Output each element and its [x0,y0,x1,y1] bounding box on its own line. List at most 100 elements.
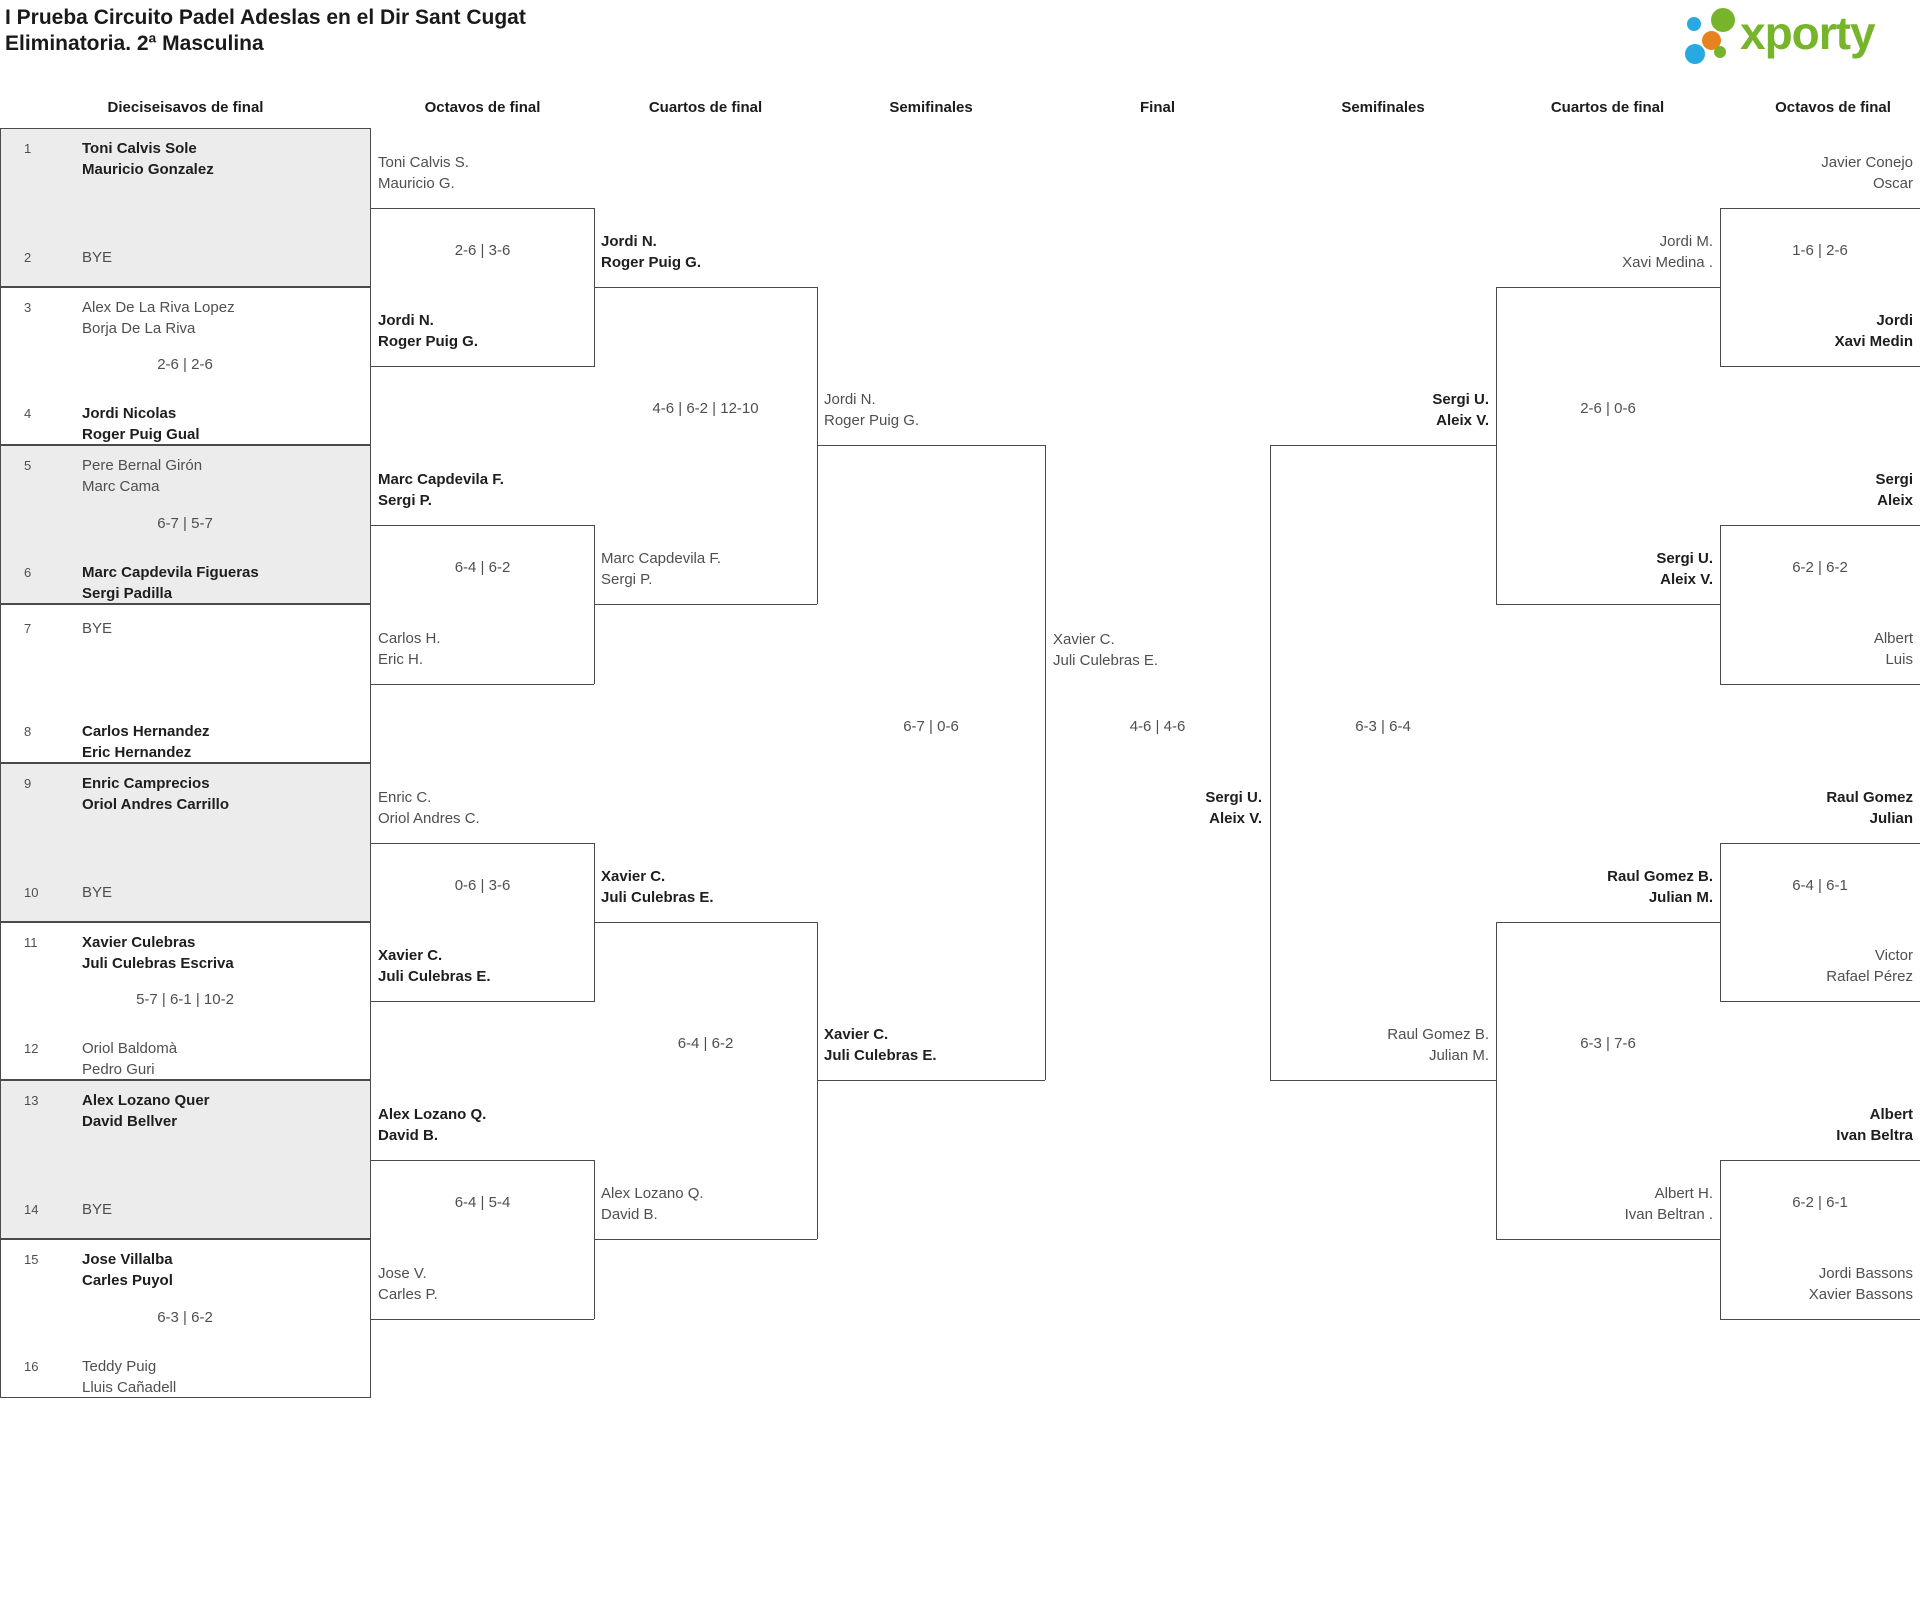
team-name-line: Juli Culebras E. [824,1047,937,1064]
match-score: 5-7 | 6-1 | 10-2 [136,991,234,1008]
seed-number: 8 [24,724,32,739]
match-score: 4-6 | 6-2 | 12-10 [652,400,759,417]
team-name-line: Toni Calvis S. [378,154,469,171]
bracket-line [1720,843,1920,844]
team-name-line: Oscar [1872,175,1913,192]
team-name-line: Xavier C. [601,868,666,885]
bracket-connector [1720,525,1721,684]
team-name-line: Toni Calvis Sole [82,140,197,157]
bracket-connector [1496,922,1497,1239]
bracket-line [594,1239,817,1240]
page-subtitle: Eliminatoria. 2ª Masculina [5,32,264,55]
team-name-line: Sergi U. [1205,789,1262,806]
logo-dot-icon [1714,46,1726,58]
team-name-line: Ivan Beltra [1836,1127,1913,1144]
bracket-line [371,684,594,685]
team-name: Xavier C. Juli Culebras E. [824,1024,1038,1066]
team-name-line: Alex Lozano Quer [82,1092,210,1109]
team-name-line: Roger Puig G. [601,254,702,271]
match-score: 6-2 | 6-2 [1792,559,1848,576]
bracket-connector [1720,843,1721,1002]
team-name-line: David Bellver [82,1113,178,1130]
team-name-line: Raul Gomez [1826,789,1913,806]
bracket-line [1720,525,1920,526]
bye-label: BYE [82,249,113,266]
bracket-connector [1496,287,1497,604]
team-name-line: Xavier Bassons [1808,1286,1913,1303]
seed-number: 4 [24,406,32,421]
team-name-line: Marc Cama [82,478,160,495]
seed-number: 5 [24,458,32,473]
match-score: 2-6 | 0-6 [1580,400,1636,417]
team-name-line: Aleix [1877,492,1913,509]
team-name-line: Alex Lozano Q. [601,1185,704,1202]
r32-match-box [0,1080,371,1239]
round-header: Dieciseisavos de final [107,99,264,116]
team-name: Jordi N.Roger Puig G. [824,389,1038,431]
seed-number: 16 [24,1359,39,1374]
match-score: 6-7 | 5-7 [157,515,213,532]
bracket-line [1720,684,1920,685]
team-name-line: Sergi U. [1432,391,1489,408]
round-header: Cuartos de final [648,99,763,116]
team-name-line: Xavier C. [824,1026,889,1043]
bracket-line [371,1319,594,1320]
match-score: 0-6 | 3-6 [454,877,511,894]
team-name: Xavier C.Juli Culebras E. [378,945,587,987]
team-name-line: Aleix V. [1660,571,1713,588]
team-name-line: Albert [1869,1106,1913,1123]
seed-number: 11 [24,935,38,950]
seed-number: 1 [24,141,32,156]
team-name-line: Oriol Andres Carrillo [82,796,229,813]
match-score: 6-4 | 6-2 [454,559,511,576]
team-name-line: Luis [1885,651,1913,668]
team-name-line: Jose Villalba [82,1251,173,1268]
round-header: Octavos de final [1775,99,1891,116]
bracket-line [1496,287,1720,288]
team-name: Xavier C.Juli Culebras E. [601,866,810,908]
bracket-line [817,1080,1045,1081]
seed-number: 10 [24,885,39,900]
team-name-line: Juli Culebras E. [1053,652,1159,669]
logo-dot-icon [1711,8,1735,32]
round-header: Cuartos de final [1550,99,1665,116]
seed-number: 7 [24,621,32,636]
r32-match-box [0,128,371,287]
seed-number: 12 [24,1041,39,1056]
bracket-line [371,525,594,526]
team-name-line: Victor [1874,947,1913,964]
bracket-connector [1720,208,1721,367]
round-header: Final [1139,99,1176,116]
team-name-line: Sergi P. [378,492,432,509]
seed-number: 9 [24,776,32,791]
round-header: Semifinales [889,99,973,116]
bracket-line [1270,1080,1496,1081]
team-name-line: Jordi M. [1659,233,1713,250]
team-name-line: Ivan Beltran . [1624,1206,1713,1223]
bracket-line [1496,604,1720,605]
logo-wordmark: xporty [1740,7,1876,59]
bracket-line [371,843,594,844]
team-name: Raul Gomez B.Julian M. [1498,866,1713,908]
team-name-line: Jordi N. [601,233,657,250]
team-name-line: Julian M. [1428,1047,1489,1064]
team-name: Marc Capdevila F.Sergi P. [601,548,810,590]
seed-number: 15 [24,1252,39,1267]
team-name-line: Juli Culebras Escriva [82,955,234,972]
team-name-line: Alex Lozano Q. [378,1106,487,1123]
team-name-line: Jordi [1876,312,1913,329]
team-name: Sergi U.Aleix V. [1052,787,1262,829]
team-name: Jordi M.Xavi Medina . [1498,231,1713,273]
bracket-line [1720,366,1920,367]
bracket-line [1720,1160,1920,1161]
bracket-line [1720,1001,1920,1002]
